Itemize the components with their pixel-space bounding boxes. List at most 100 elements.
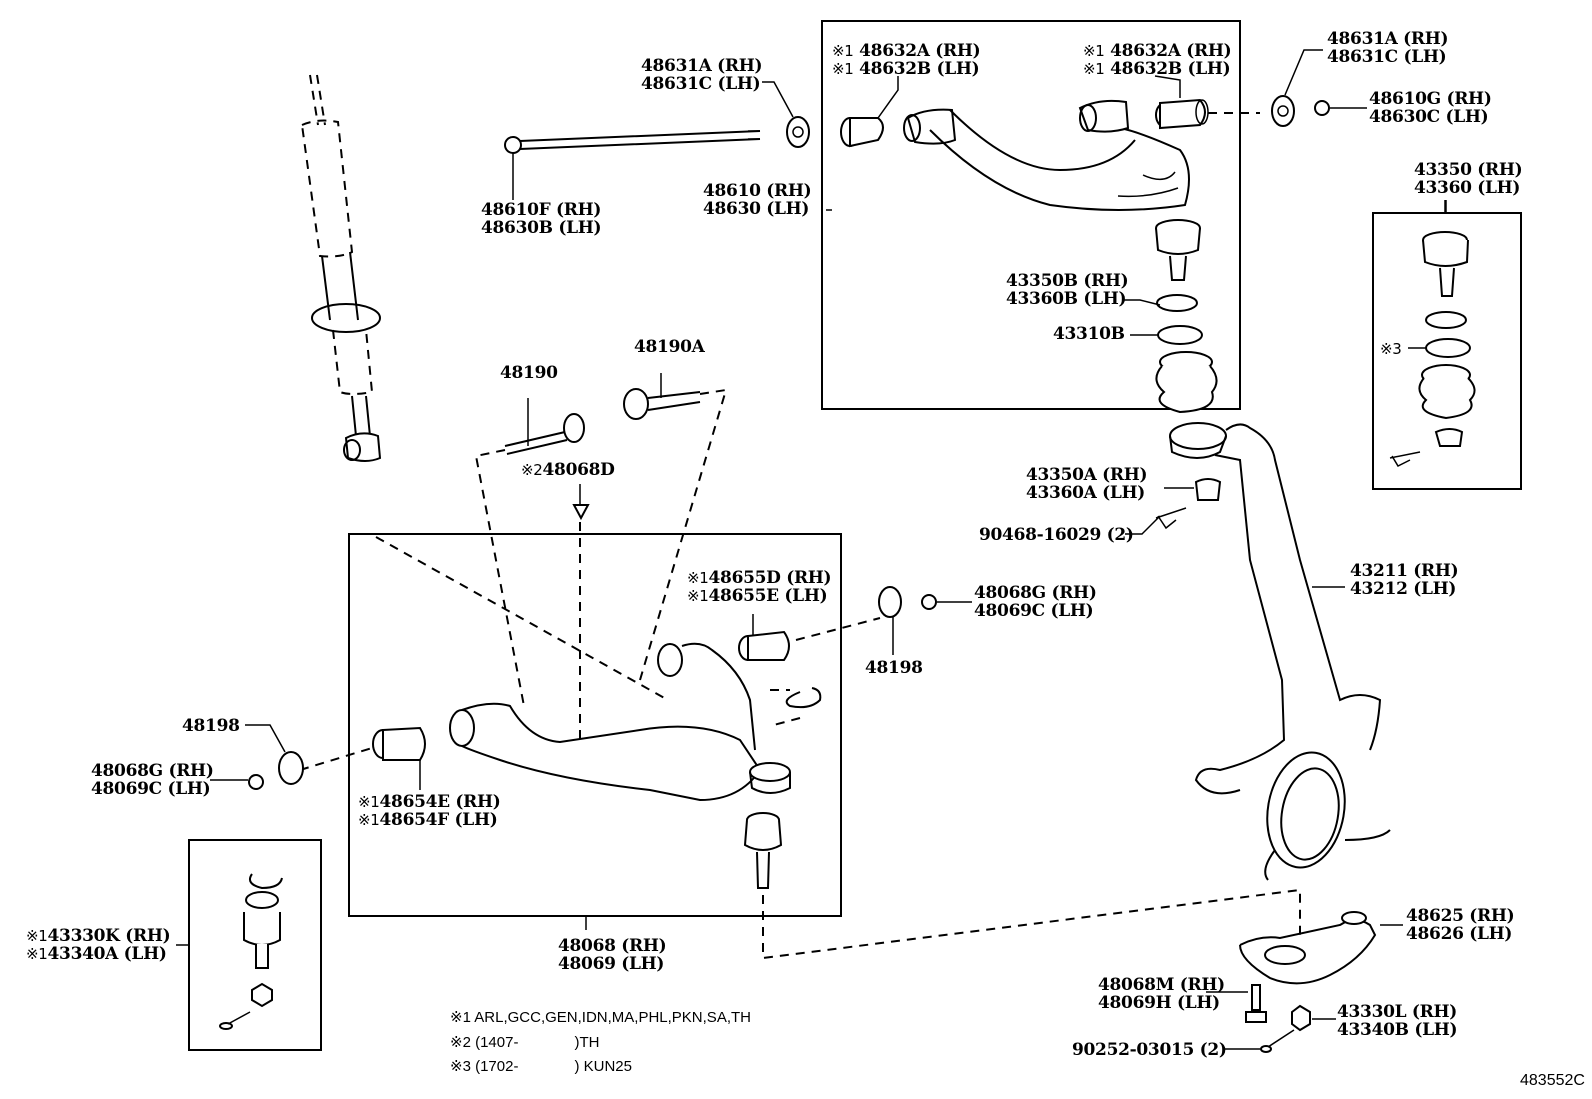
callout-lh: 48630C (LH) xyxy=(1369,107,1489,127)
note-mark: ※1 xyxy=(832,60,854,78)
note-scope: ) KUN25 xyxy=(574,1058,632,1075)
callout-48655: ※148655D (RH) ※148655E (LH) xyxy=(687,569,832,606)
callout-48610f: 48610F (RH) 48630B (LH) xyxy=(481,201,602,238)
footnote-3: ※3 (1702- ) KUN25 xyxy=(450,1057,632,1075)
bushing-48655 xyxy=(738,614,881,661)
callout-lh: 43360 (LH) xyxy=(1414,178,1521,198)
callout-48631a-right: 48631A (RH) 48631C (LH) xyxy=(1327,29,1449,66)
callout-43350b: 43350B (RH) 43360B (LH) xyxy=(1006,271,1129,308)
lower-arm-group-box xyxy=(348,533,842,917)
callout-lh: 48630 (LH) xyxy=(703,199,810,219)
nut-48068g-right xyxy=(921,594,937,610)
callout-48610-upper-arm: 48610 (RH) 48630 (LH) xyxy=(703,181,812,219)
nut-48610g xyxy=(1314,100,1330,116)
cotter-pin-90252 xyxy=(1267,1029,1295,1048)
camber-bolt-48190a xyxy=(623,373,701,420)
lower-control-arm xyxy=(449,642,791,802)
washer-48198-left xyxy=(278,751,304,785)
callout-48610g: 48610G (RH) 48630C (LH) xyxy=(1369,90,1492,126)
callout-rh: 48068 (RH) xyxy=(558,936,667,956)
callout-rh: 43350A (RH) xyxy=(1026,465,1148,485)
upper-ball-joint-group-box xyxy=(1372,212,1522,490)
callout-lh: 48069 (LH) xyxy=(558,954,665,974)
footnote-1: ※1 ARL,GCC,GEN,IDN,MA,PHL,PKN,SA,TH xyxy=(450,1008,751,1026)
callout-lh: 48654F (LH) xyxy=(379,810,498,830)
callout-43310b: 43310B xyxy=(1053,325,1125,343)
callout-part: 48198 xyxy=(182,716,240,736)
callout-lh: 48626 (LH) xyxy=(1406,924,1513,944)
callout-rh: 48610 (RH) xyxy=(703,181,812,201)
callout-part: 90252-03015 (2) xyxy=(1072,1040,1227,1060)
figure-id: 483552C xyxy=(1520,1072,1585,1089)
callout-lh: 48632B (LH) xyxy=(1110,59,1231,79)
callout-part: 43310B xyxy=(1053,324,1125,344)
note-mark: ※2 xyxy=(521,461,543,479)
callout-48654: ※148654E (RH) ※148654F (LH) xyxy=(358,793,501,829)
callout-48198-left: 48198 xyxy=(182,717,240,735)
callout-lh: 43360A (LH) xyxy=(1026,483,1146,503)
upper-arm-group-box xyxy=(821,20,1241,410)
callout-48068-lower-arm: 48068 (RH) 48069 (LH) xyxy=(558,936,667,974)
callout-rh: 48631A (RH) xyxy=(641,56,763,76)
stopper-48068d xyxy=(572,504,590,521)
callout-48198-right: 48198 xyxy=(865,659,923,677)
callout-rh: 48631A (RH) xyxy=(1327,29,1449,49)
callout-43350a: 43350A (RH) 43360A (LH) xyxy=(1026,465,1148,503)
callout-90468: 90468-16029 (2) xyxy=(979,526,1134,544)
callout-rh: 48610G (RH) xyxy=(1369,89,1492,109)
knuckle-nut xyxy=(1194,478,1222,501)
callout-48068d: ※248068D xyxy=(521,461,615,479)
stabilizer-rod xyxy=(504,130,761,200)
callout-lh: 43212 (LH) xyxy=(1350,579,1457,599)
callout-lh: 48632B (LH) xyxy=(859,59,980,79)
cotter-pin-90468 xyxy=(1155,507,1187,530)
note-mark: ※1 xyxy=(687,569,709,587)
note-mark: ※1 xyxy=(26,945,48,963)
callout-part: 48190 xyxy=(500,363,558,383)
lower-ball-joint xyxy=(743,812,783,889)
callout-lh: 43340B (LH) xyxy=(1337,1020,1458,1040)
note-text: ARL,GCC,GEN,IDN,MA,PHL,PKN,SA,TH xyxy=(474,1009,751,1026)
knuckle-arm xyxy=(1239,911,1403,985)
callout-lh: 48630B (LH) xyxy=(481,218,602,238)
callout-lh: 48655E (LH) xyxy=(708,586,828,606)
callout-48625: 48625 (RH) 48626 (LH) xyxy=(1406,906,1515,944)
snap-ring-lower xyxy=(785,687,822,709)
note-mark: ※1 xyxy=(26,927,48,945)
callout-part: 48190A xyxy=(634,337,705,357)
callout-90252: 90252-03015 (2) xyxy=(1072,1041,1227,1059)
note-date: (1407- xyxy=(475,1034,519,1051)
note-mark: ※1 xyxy=(358,793,380,811)
callout-rh: 43350 (RH) xyxy=(1414,160,1523,180)
camber-bolt-48190 xyxy=(504,398,585,455)
callout-48631a-left: 48631A (RH) 48631C (LH) xyxy=(641,56,763,94)
callout-48632-right: ※1 48632A (RH) ※1 48632B (LH) xyxy=(1083,41,1232,79)
callout-rh: 48632A (RH) xyxy=(1110,41,1232,61)
callout-43350-kit: 43350 (RH) 43360 (LH) xyxy=(1414,160,1523,198)
shock-absorber xyxy=(300,74,382,462)
upper-ball-joint xyxy=(1122,219,1218,414)
callout-part: 48068D xyxy=(542,460,615,480)
note-date: (1702- xyxy=(475,1058,519,1075)
callout-43330k: ※143330K (RH) ※143340A (LH) xyxy=(26,926,171,963)
callout-rh: 48068G (RH) xyxy=(974,583,1097,603)
callout-rh: 48625 (RH) xyxy=(1406,906,1515,926)
footnote-2: ※2 (1407-)TH xyxy=(450,1033,599,1051)
note-mark: ※1 xyxy=(1083,60,1105,78)
callout-note3: ※3 xyxy=(1380,340,1402,358)
note-mark: ※3 xyxy=(450,1058,471,1075)
retainer-right xyxy=(1271,95,1295,127)
callout-48068g-left: 48068G (RH) 48069C (LH) xyxy=(91,762,214,798)
callout-rh: 43330K (RH) xyxy=(47,926,171,946)
lower-ball-joint-kit xyxy=(176,873,283,1030)
washer-48198-right xyxy=(878,586,902,618)
callout-rh: 43330L (RH) xyxy=(1337,1002,1457,1022)
callout-rh: 43211 (RH) xyxy=(1350,561,1459,581)
callout-lh: 48631C (LH) xyxy=(641,74,761,94)
note-mark: ※1 xyxy=(358,811,380,829)
nut-48068g-left xyxy=(248,774,264,790)
callout-rh: 48632A (RH) xyxy=(859,41,981,61)
callout-rh: 43350B (RH) xyxy=(1006,271,1129,291)
callout-part: 90468-16029 (2) xyxy=(979,525,1134,545)
